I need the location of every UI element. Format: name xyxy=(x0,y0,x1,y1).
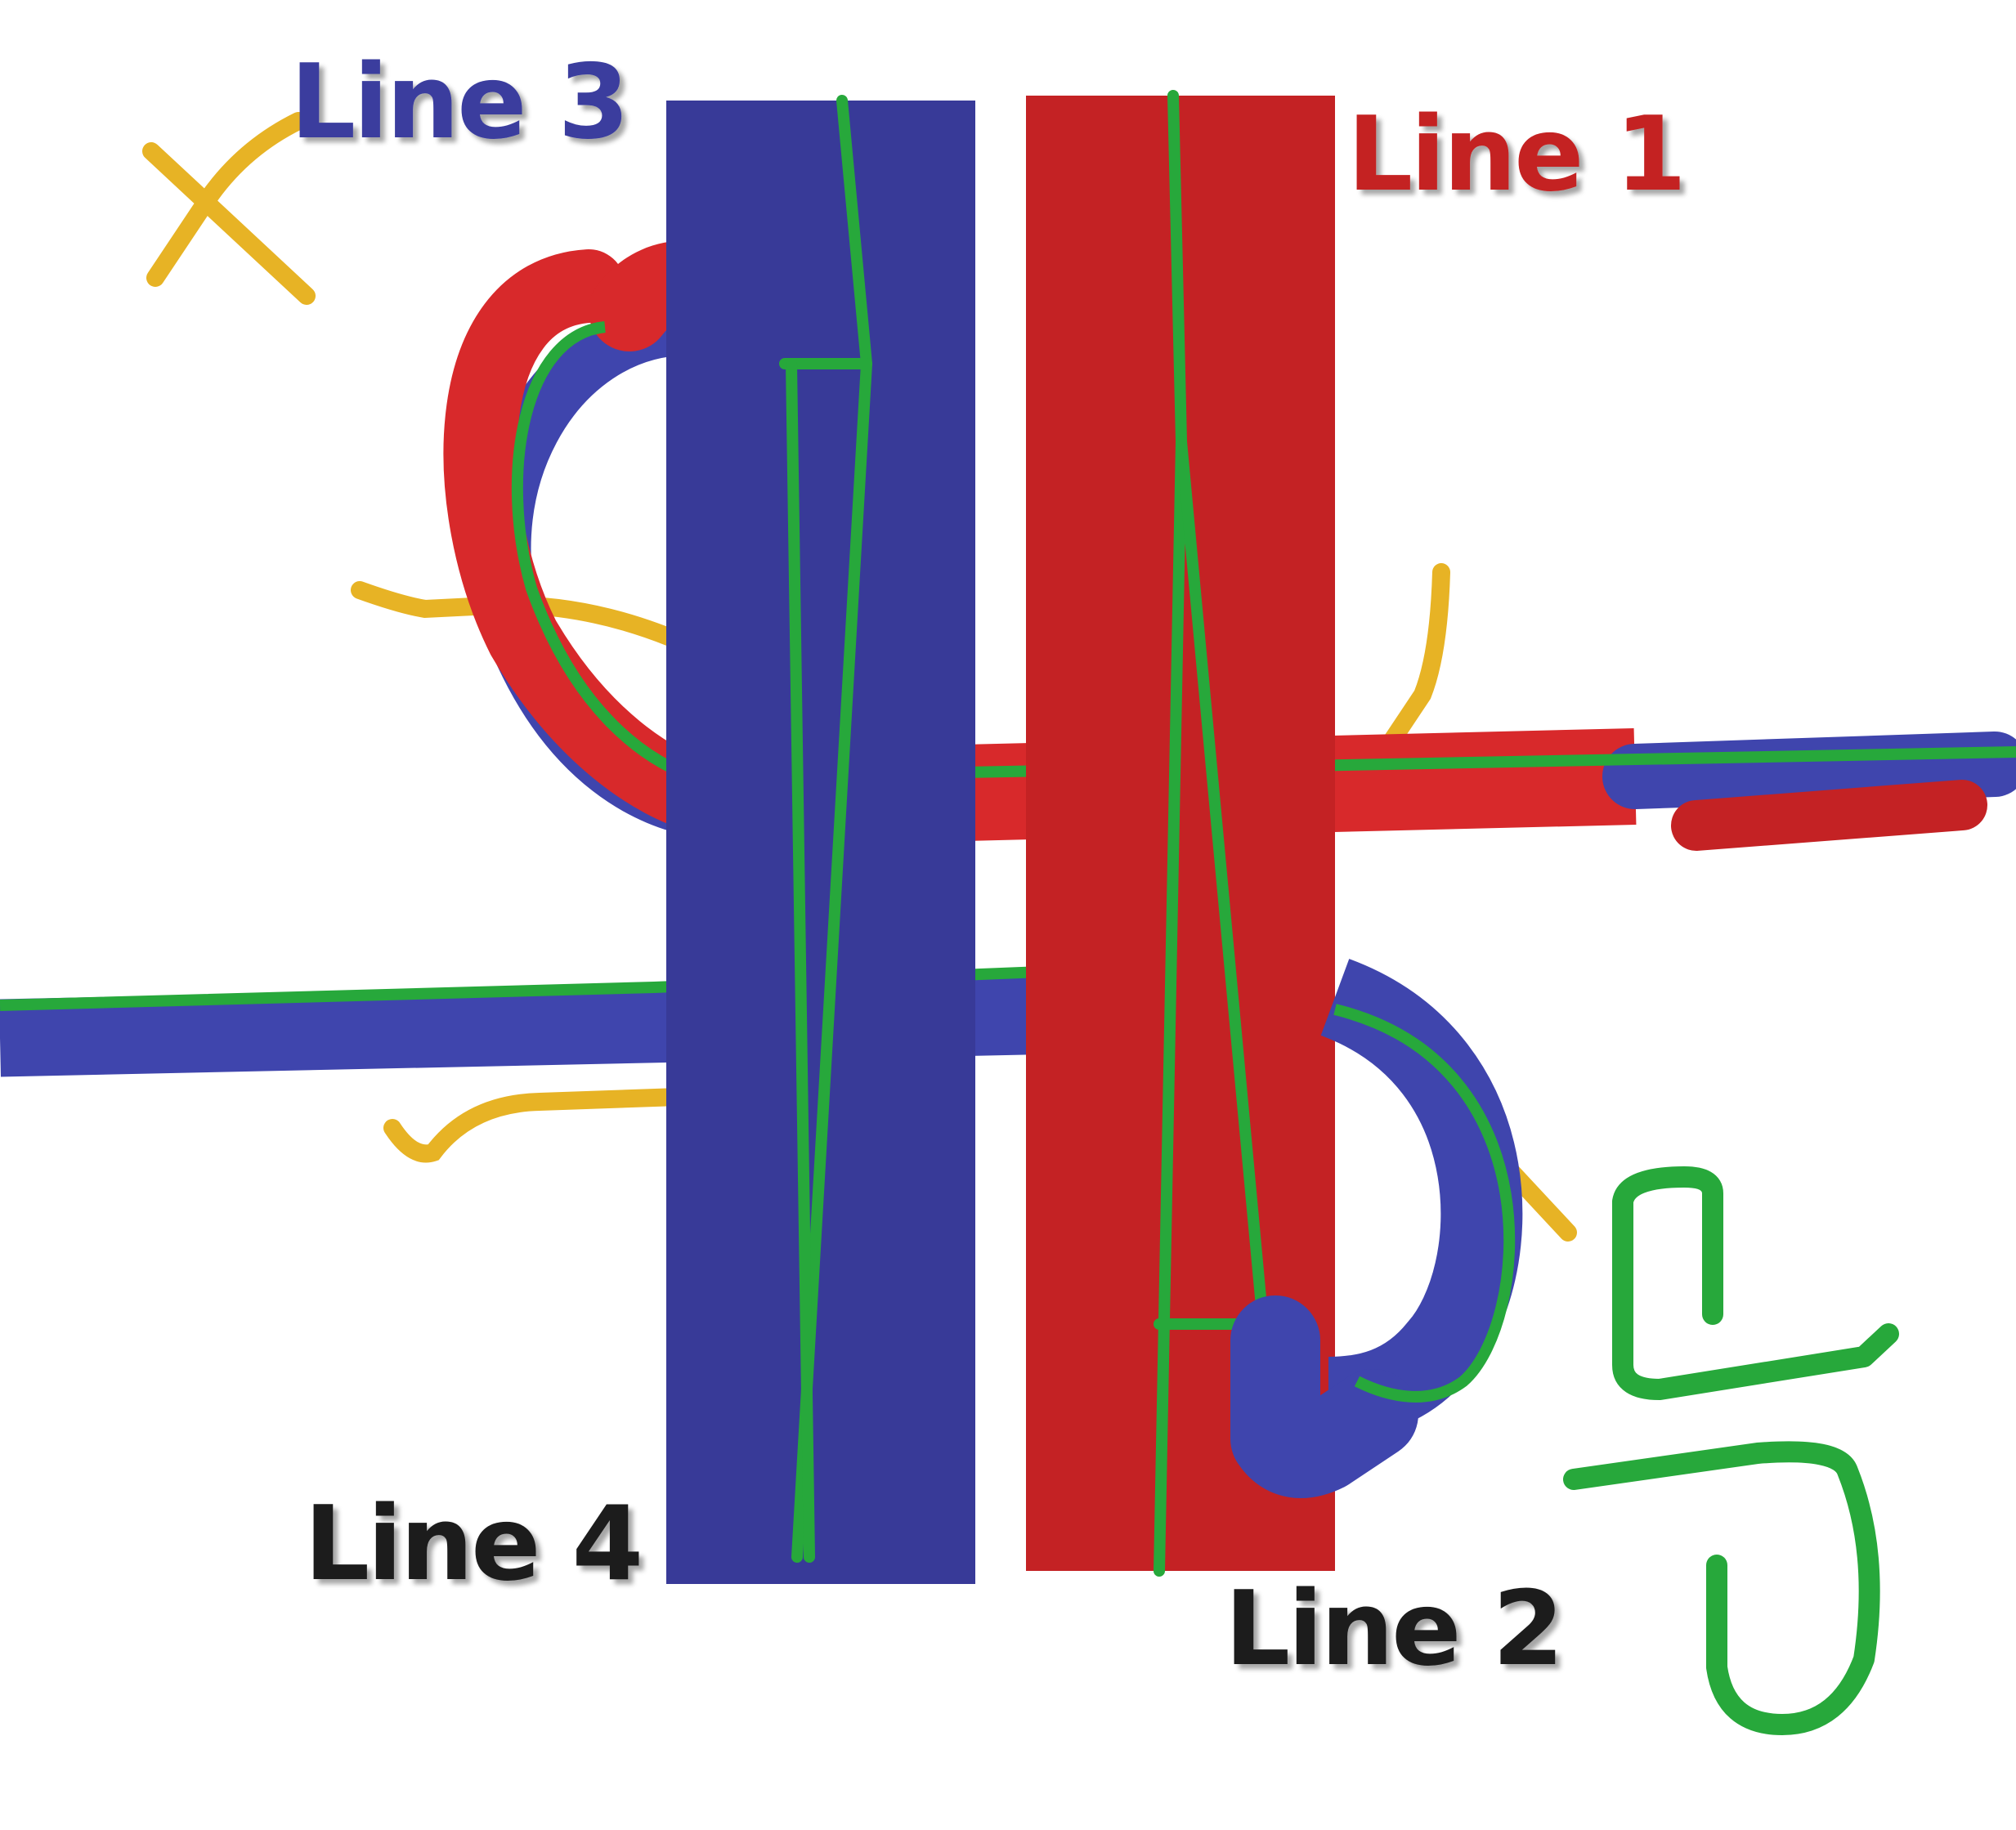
green-squiggle-upper xyxy=(1612,1166,1899,1400)
loose-green-strands xyxy=(1563,1166,1899,1735)
yellow-x-mark-arm xyxy=(142,142,316,305)
label-line-4: Line 4 xyxy=(304,1483,641,1604)
yellow-strand-right-upper xyxy=(1381,563,1450,753)
blue-hook-curve xyxy=(1319,959,1523,1438)
red-hook-green-strand xyxy=(511,321,706,786)
blue-hook-knob xyxy=(1230,1295,1418,1498)
blue-hook-green-strand xyxy=(1333,1004,1516,1403)
yellow-strand-left-lower xyxy=(383,1088,688,1163)
blue-bar-line-4 xyxy=(666,101,975,1584)
yellow-x-mark xyxy=(146,112,307,287)
red-bar-green-strands xyxy=(1154,90,1269,1577)
blue-hook-rope xyxy=(1230,959,1523,1498)
upper-rope-blue-segment xyxy=(1602,732,2016,809)
upper-rope-red-tip xyxy=(1671,780,1987,851)
label-line-2: Line 2 xyxy=(1225,1568,1561,1689)
label-line-3: Line 3 xyxy=(290,42,627,162)
label-line-1: Line 1 xyxy=(1347,94,1684,214)
red-hook-curve xyxy=(443,249,740,834)
blue-bar-green-strands xyxy=(779,95,872,1563)
green-squiggle-lower xyxy=(1563,1441,1880,1735)
